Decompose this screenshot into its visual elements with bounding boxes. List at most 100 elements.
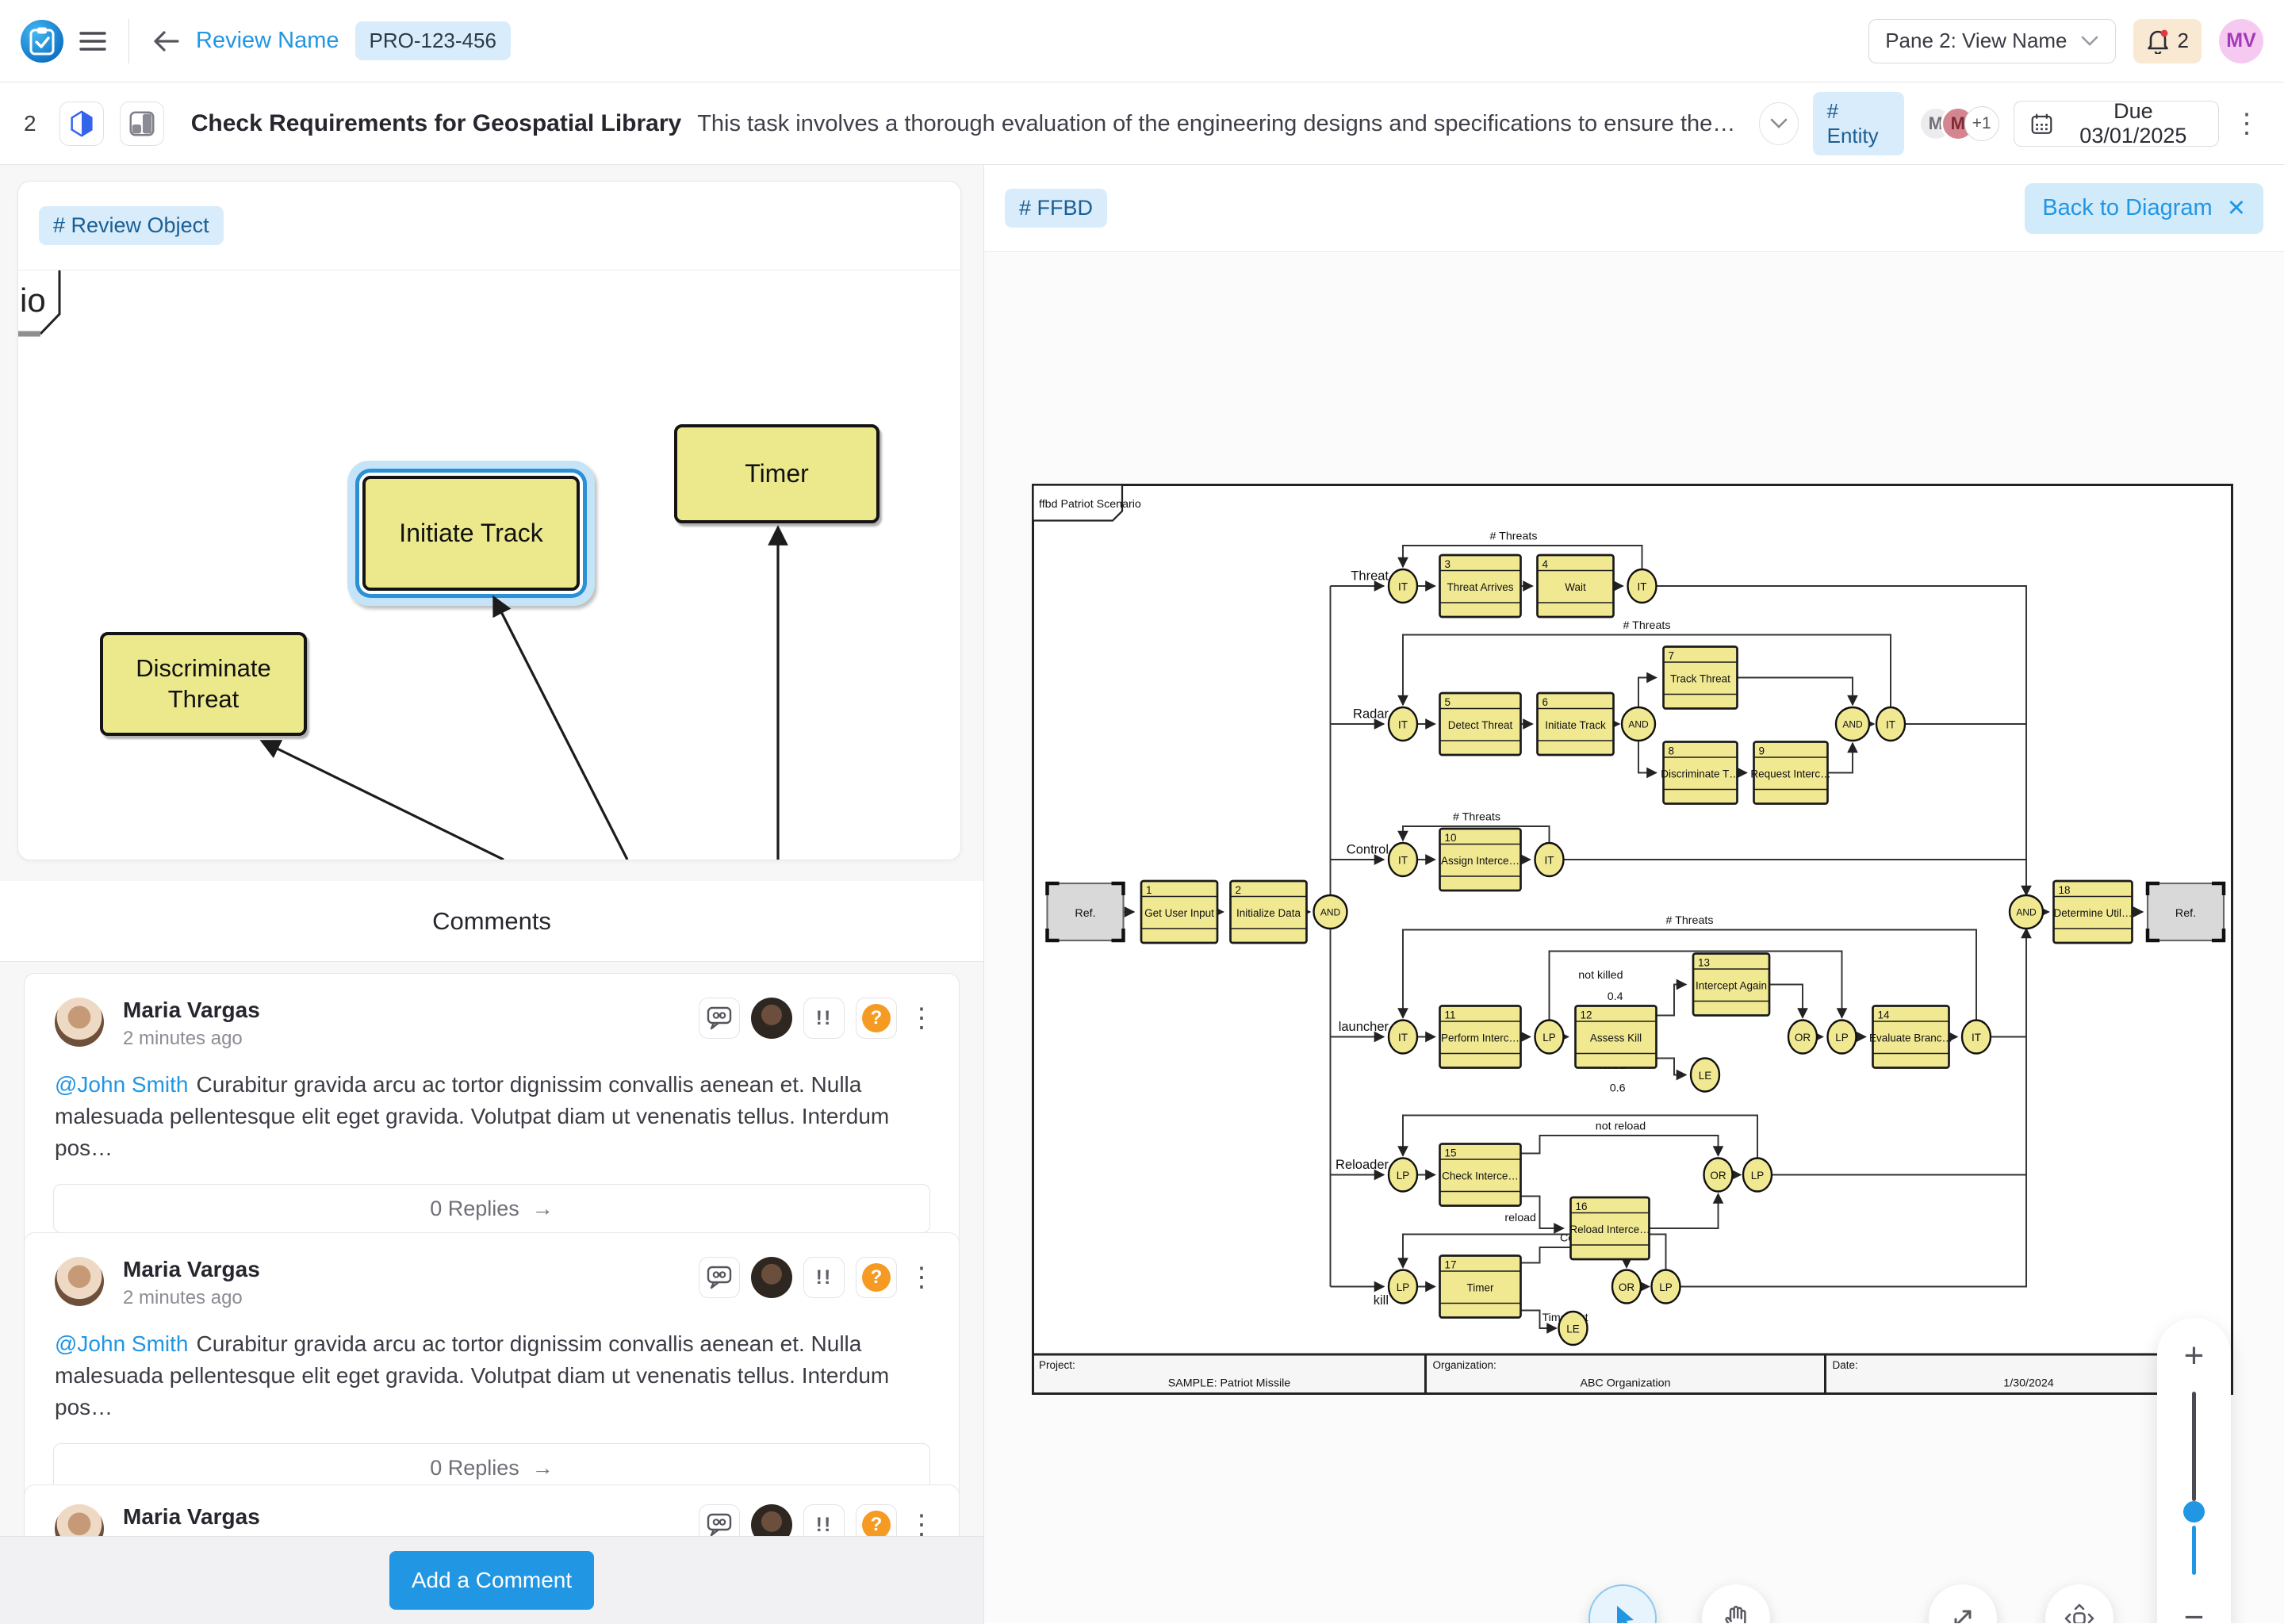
- ffbd-badge: # FFBD: [1005, 189, 1108, 228]
- zoom-control: + −: [2157, 1318, 2231, 1623]
- mentioned-user-avatar[interactable]: [751, 998, 792, 1039]
- due-date-button[interactable]: Due 03/01/2025: [2013, 99, 2219, 147]
- calendar-icon: [2031, 113, 2052, 134]
- layout-panels-icon[interactable]: [119, 102, 164, 146]
- question-status-icon[interactable]: ?: [856, 1257, 897, 1298]
- svg-text:not reload: not reload: [1596, 1120, 1646, 1133]
- svg-text:Threat: Threat: [1351, 569, 1389, 584]
- ffbd-connectors: [1123, 545, 2144, 1334]
- pointer-tool-button[interactable]: [1588, 1584, 1657, 1623]
- svg-text:Organization:: Organization:: [1433, 1359, 1496, 1371]
- svg-text:IT: IT: [1398, 580, 1408, 592]
- linked-comment-icon[interactable]: [699, 998, 740, 1039]
- mention-link[interactable]: @John Smith: [55, 1072, 189, 1097]
- commenter-avatar: [55, 1257, 104, 1306]
- fullscreen-tool-button[interactable]: [1929, 1584, 1997, 1623]
- notifications-button[interactable]: 2: [2133, 18, 2202, 63]
- svg-text:IT: IT: [1398, 1032, 1408, 1044]
- back-to-diagram-button[interactable]: Back to Diagram ✕: [2025, 182, 2263, 234]
- svg-text:AND: AND: [2016, 907, 2037, 918]
- svg-text:LP: LP: [1659, 1281, 1673, 1293]
- svg-text:0.6: 0.6: [1610, 1082, 1626, 1095]
- comment-card: Maria Vargas 2 minutes ago !! ? ⋮: [24, 1232, 960, 1516]
- task-menu-kebab-icon[interactable]: ⋮: [2233, 109, 2260, 139]
- expand-task-chevron[interactable]: [1759, 102, 1799, 145]
- svg-text:ABC Organization: ABC Organization: [1580, 1377, 1670, 1390]
- svg-text:5: 5: [1445, 696, 1451, 708]
- zoom-slider-track[interactable]: [2192, 1392, 2196, 1501]
- zoom-out-button[interactable]: −: [2157, 1600, 2231, 1624]
- pan-tool-button[interactable]: [1702, 1584, 1770, 1623]
- assignee-overflow-badge[interactable]: +1: [1964, 106, 1999, 141]
- svg-text:# Threats: # Threats: [1623, 619, 1671, 632]
- comment-menu-kebab-icon[interactable]: ⋮: [908, 1003, 935, 1033]
- node-discriminate-threat[interactable]: Discriminate Threat: [100, 632, 307, 736]
- linked-comment-icon[interactable]: [699, 1257, 740, 1298]
- ffbd-diagram: ffbd Patriot Scenario: [1032, 484, 2233, 1395]
- commenter-name: Maria Vargas: [123, 1504, 260, 1529]
- zoom-slider-track-filled[interactable]: [2192, 1526, 2196, 1575]
- recenter-tool-button[interactable]: [2045, 1584, 2113, 1623]
- svg-text:LP: LP: [1542, 1032, 1556, 1044]
- expand-icon: [1954, 1610, 1972, 1623]
- ffbd-row-labels: Threat Radar Control launcher Reloader k…: [1336, 569, 1389, 1308]
- svg-text:not killed: not killed: [1578, 969, 1623, 982]
- entity-hexagon-icon[interactable]: [59, 102, 104, 146]
- task-title: Check Requirements for Geospatial Librar…: [190, 110, 682, 136]
- commenter-avatar: [55, 998, 104, 1047]
- comment-menu-kebab-icon[interactable]: ⋮: [908, 1510, 935, 1540]
- diagram-canvas[interactable]: ffbd Patriot Scenario: [984, 252, 2284, 1623]
- comment-menu-kebab-icon[interactable]: ⋮: [908, 1262, 935, 1293]
- comments-titlebar: Comments: [0, 881, 983, 962]
- priority-exclamation-icon[interactable]: !!: [803, 998, 845, 1039]
- mentioned-user-avatar[interactable]: [751, 1257, 792, 1298]
- hamburger-menu-icon[interactable]: [79, 30, 106, 52]
- svg-text:# Threats: # Threats: [1666, 914, 1714, 927]
- mention-link[interactable]: @John Smith: [55, 1331, 189, 1356]
- svg-text:10: 10: [1445, 832, 1457, 844]
- question-status-icon[interactable]: ?: [856, 998, 897, 1039]
- zoom-slider-handle[interactable]: [2183, 1501, 2205, 1522]
- svg-text:12: 12: [1581, 1009, 1592, 1021]
- back-arrow-icon[interactable]: [151, 29, 180, 54]
- svg-text:LP: LP: [1835, 1032, 1849, 1044]
- node-timer[interactable]: Timer: [674, 424, 879, 523]
- svg-text:Get User Input: Get User Input: [1144, 907, 1214, 919]
- replies-button[interactable]: 0 Replies →: [53, 1443, 930, 1493]
- arrow-right-icon: →: [531, 1455, 554, 1480]
- ffbd-tab-label: ffbd Patriot Scenario: [1039, 498, 1141, 511]
- svg-text:SAMPLE: Patriot Missile: SAMPLE: Patriot Missile: [1168, 1377, 1290, 1390]
- frame-tab-fragment: io: [18, 270, 61, 337]
- svg-text:LE: LE: [1699, 1070, 1712, 1082]
- svg-text:IT: IT: [1398, 854, 1408, 866]
- comment-timestamp: 2 minutes ago: [123, 1287, 243, 1308]
- replies-button[interactable]: 0 Replies →: [53, 1184, 930, 1234]
- priority-exclamation-icon[interactable]: !!: [803, 1257, 845, 1298]
- entity-badge[interactable]: # Entity: [1812, 92, 1904, 155]
- commenter-name: Maria Vargas: [123, 1257, 260, 1281]
- svg-text:Project:: Project:: [1039, 1359, 1075, 1371]
- zoom-in-button[interactable]: +: [2157, 1339, 2231, 1373]
- svg-text:IT: IT: [1886, 718, 1895, 730]
- top-header: Review Name PRO-123-456 Pane 2: View Nam…: [0, 0, 2284, 82]
- svg-text:# Threats: # Threats: [1453, 811, 1500, 824]
- svg-text:13: 13: [1698, 956, 1710, 968]
- node-initiate-track-selected[interactable]: Initiate Track: [362, 476, 580, 591]
- pane-selector-dropdown[interactable]: Pane 2: View Name: [1868, 18, 2116, 63]
- svg-text:OR: OR: [1619, 1281, 1635, 1293]
- user-avatar[interactable]: MV: [2219, 18, 2263, 63]
- review-object-canvas[interactable]: Timer Initiate Track Discriminate Threat…: [18, 270, 960, 860]
- svg-text:Assess Kill: Assess Kill: [1590, 1032, 1642, 1044]
- add-comment-button[interactable]: Add a Comment: [389, 1551, 595, 1610]
- review-name-link[interactable]: Review Name: [196, 28, 339, 53]
- comments-title: Comments: [432, 906, 551, 935]
- svg-text:9: 9: [1759, 745, 1765, 756]
- commenter-name: Maria Vargas: [123, 998, 260, 1022]
- svg-text:IT: IT: [1972, 1032, 1981, 1044]
- assignee-avatars[interactable]: M M +1: [1918, 106, 1999, 141]
- svg-text:1/30/2024: 1/30/2024: [2003, 1377, 2053, 1390]
